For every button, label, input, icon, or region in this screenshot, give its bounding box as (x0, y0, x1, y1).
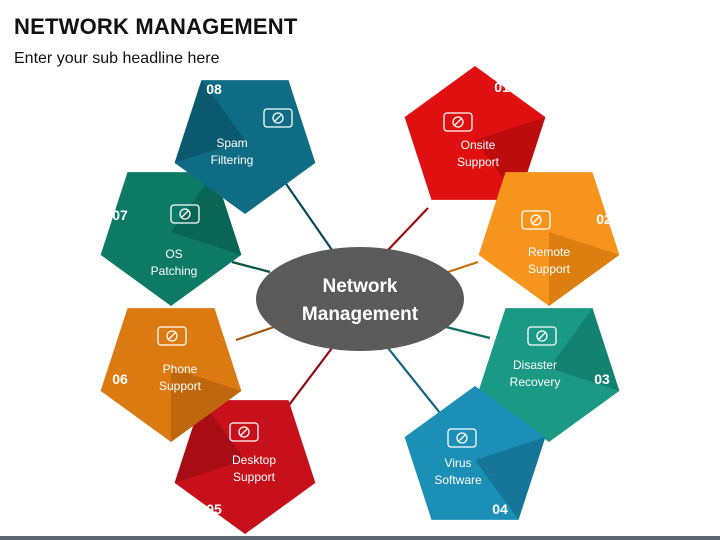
center-label-line1: Network (323, 276, 398, 297)
pentagon-shade (174, 80, 245, 163)
pentagon-shade (171, 368, 242, 442)
connector-line-02 (447, 260, 479, 274)
item-label-line2: Software (434, 473, 482, 487)
delivery-truck-icon (443, 112, 473, 132)
remote-computer-icon (521, 210, 551, 230)
connector-line-07 (231, 260, 271, 274)
item-label-line1: OS (165, 247, 182, 261)
item-label-line1: Desktop (232, 453, 276, 467)
center-node: Network Management (256, 247, 464, 351)
center-label-line2: Management (302, 304, 419, 325)
pentagon-shade (475, 437, 546, 520)
item-label-line1: Spam (216, 136, 247, 150)
item-label-line1: Virus (444, 456, 471, 470)
connector-line-01 (387, 207, 429, 251)
pentagon-shade (475, 117, 546, 200)
pentagon-shade (549, 308, 620, 391)
item-number: 03 (594, 371, 610, 387)
item-number: 07 (112, 207, 128, 223)
item-label-line1: Onsite (461, 138, 496, 152)
item-label-line1: Phone (163, 362, 198, 376)
laptop-wrench-icon (229, 422, 259, 442)
page-subtitle: Enter your sub headline here (14, 50, 220, 67)
page-title: NETWORK MANAGEMENT (14, 14, 298, 39)
item-label-line2: Recovery (510, 375, 561, 389)
virus-shield-icon (447, 428, 477, 448)
connector-line-08 (281, 177, 333, 251)
connector-lines (231, 177, 491, 414)
pentagon-shade (174, 400, 245, 483)
connector-line-03 (445, 325, 491, 340)
center-ellipse (256, 247, 464, 351)
connector-line-04 (387, 347, 441, 414)
disaster-building-icon (527, 326, 557, 346)
item-number: 04 (492, 501, 508, 517)
item-label-line2: Support (159, 379, 202, 393)
item-label-line2: Filtering (211, 153, 254, 167)
connector-line-06 (235, 325, 275, 342)
item-label-line2: Patching (151, 264, 198, 278)
item-number: 01 (494, 79, 510, 95)
item-label-line2: Support (233, 470, 276, 484)
os-patch-icon (170, 204, 200, 224)
item-number: 05 (206, 501, 222, 517)
item-number: 06 (112, 371, 128, 387)
spam-funnel-icon (263, 108, 293, 128)
item-label-line1: Remote (528, 245, 570, 259)
item-number: 08 (206, 81, 222, 97)
phone-24-icon (157, 326, 187, 346)
item-label-line2: Support (457, 155, 500, 169)
item-label-line2: Support (528, 262, 571, 276)
connector-line-05 (282, 347, 333, 414)
pentagon-shade (171, 172, 242, 255)
pentagon-shade (549, 232, 620, 306)
item-number: 02 (596, 211, 612, 227)
item-label-line1: Disaster (513, 358, 557, 372)
pentagon-group: 01OnsiteSupport02RemoteSupport03Disaster… (100, 66, 620, 534)
bottom-bar (0, 536, 720, 540)
